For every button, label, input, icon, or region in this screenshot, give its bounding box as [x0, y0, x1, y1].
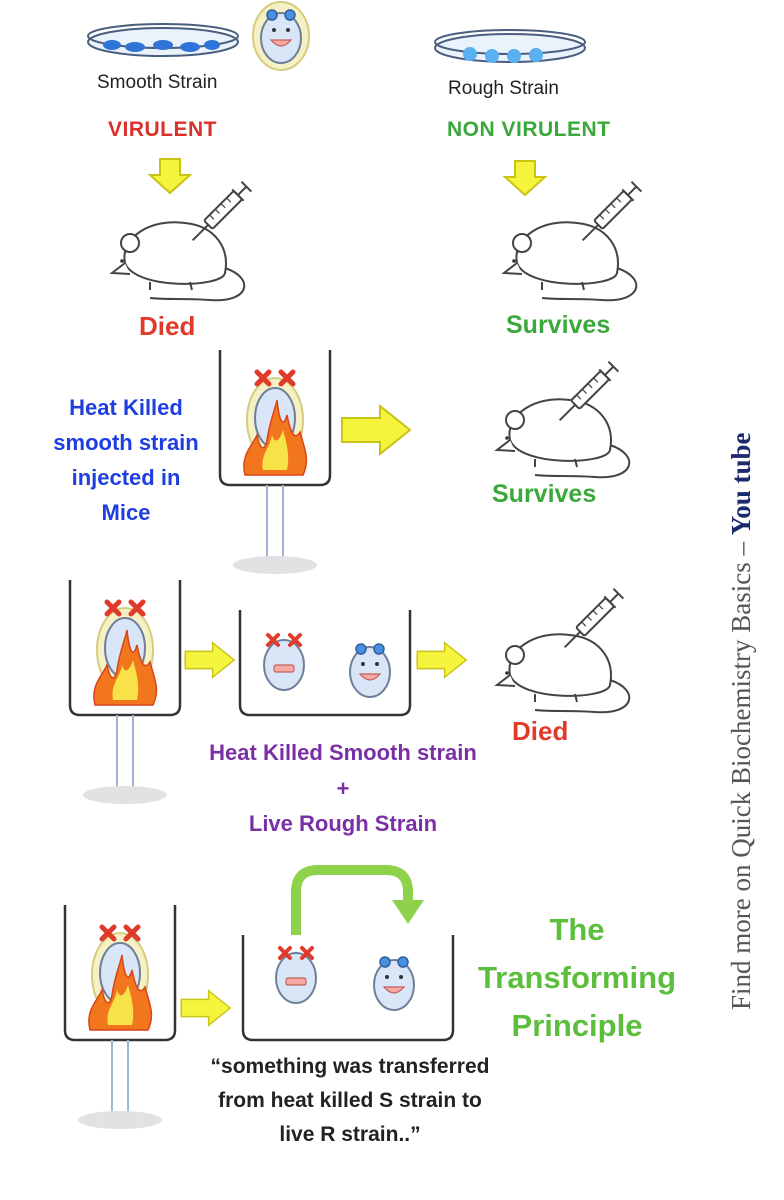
mouse-icon	[503, 221, 638, 302]
bacterium-icon	[274, 946, 318, 1005]
beaker-icon	[65, 905, 175, 1129]
petri-dish-icon	[87, 23, 239, 57]
side-credit-youtube: You tube	[726, 432, 756, 536]
beaker-icon	[238, 610, 412, 717]
syringe-icon	[575, 179, 644, 248]
transforming-principle-title: The Transforming Principle	[477, 912, 677, 1043]
mixture-label-line2: Live Rough Strain	[248, 811, 438, 836]
arrow-right-icon	[416, 641, 467, 678]
survives-label: Survives	[506, 311, 611, 339]
transfer-arrow-icon	[291, 865, 424, 935]
beaker-icon	[241, 935, 455, 1042]
side-credit: Find more on Quick Biochemistry Basics –…	[726, 433, 757, 1010]
non-virulent-label: NON VIRULENT	[447, 118, 611, 141]
bacterium-icon	[349, 643, 391, 698]
arrow-down-icon	[149, 158, 191, 194]
smooth-strain-label: Smooth Strain	[97, 72, 218, 93]
mouse-icon	[496, 398, 631, 479]
died-label: Died	[139, 311, 196, 341]
transfer-quote: “something was transferred from heat kil…	[210, 1055, 490, 1146]
petri-dish-icon	[434, 29, 586, 63]
side-credit-prefix: Find more on Quick Biochemistry Basics –	[726, 535, 756, 1010]
syringe-icon	[185, 179, 254, 248]
bacterium-icon	[252, 1, 310, 71]
mixture-plus: +	[336, 776, 350, 801]
rough-strain-label: Rough Strain	[448, 78, 559, 99]
beaker-icon	[70, 580, 180, 804]
mixture-label-line1: Heat Killed Smooth strain	[209, 740, 477, 765]
beaker-icon	[220, 350, 330, 574]
died-label-2: Died	[512, 716, 569, 746]
bacterium-icon	[373, 956, 415, 1011]
mouse-icon	[496, 633, 631, 714]
virulent-label: VIRULENT	[108, 118, 217, 141]
arrow-right-icon	[341, 405, 411, 455]
mouse-icon	[111, 221, 246, 302]
arrow-down-icon	[504, 160, 546, 196]
survives-label-2: Survives	[492, 480, 597, 508]
bacterium-icon	[262, 633, 306, 692]
arrow-right-icon	[180, 990, 231, 1027]
arrow-right-icon	[184, 641, 235, 678]
heat-killed-description: Heat Killed smooth strain injected in Mi…	[53, 395, 199, 525]
